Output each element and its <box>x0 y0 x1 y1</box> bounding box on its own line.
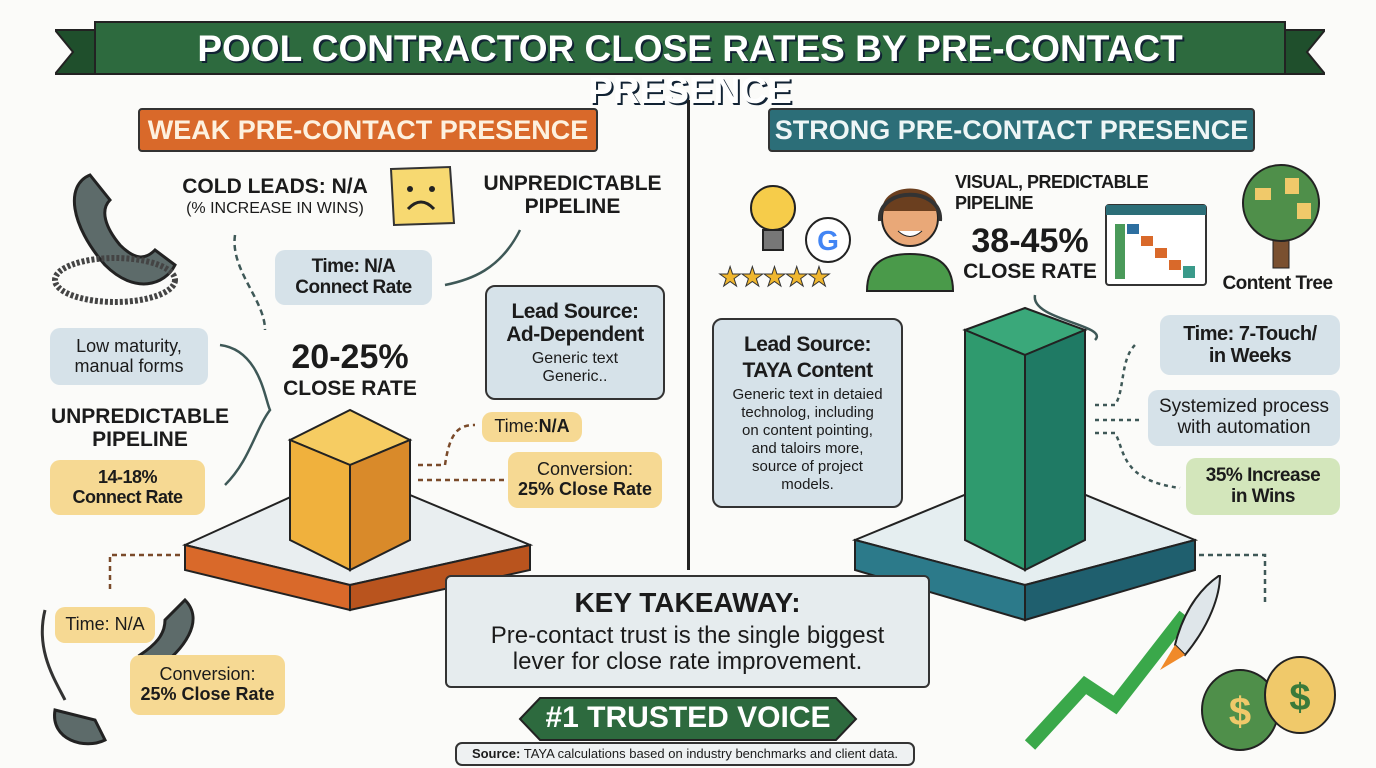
body-line: Generic text in detaied <box>732 385 883 403</box>
label: Time: <box>494 416 539 437</box>
line: Time: 7-Touch/ <box>1183 323 1317 345</box>
line: 14-18% <box>97 466 158 487</box>
svg-text:G: G <box>817 225 839 256</box>
cold-leads-sub: (% INCREASE IN WINS) <box>186 200 364 217</box>
page-title: POOL CONTRACTOR CLOSE RATES BY PRE-CONTA… <box>197 28 1183 111</box>
title-line: TAYA Content <box>742 358 873 382</box>
visual-pipeline-label: VISUAL, PREDICTABLE PIPELINE <box>955 172 1149 213</box>
time-na-small: Time: N/A <box>482 412 582 442</box>
sad-note-icon <box>389 165 456 227</box>
low-maturity-box: Low maturity,manual forms <box>50 328 208 385</box>
conversion-box: Conversion:25% Close Rate <box>508 452 662 508</box>
line: 25% Close Rate <box>517 479 653 499</box>
weak-presence-header: WEAK PRE-CONTACT PRESENCE <box>138 108 598 152</box>
lead-source-ad-box: Lead Source: Ad-Dependent Generic text G… <box>485 285 665 400</box>
body-line: and taloirs more, <box>751 439 864 457</box>
lead-source-taya-box: Lead Source: TAYA Content Generic text i… <box>712 318 903 508</box>
body-line: source of project <box>752 457 863 475</box>
takeaway-line: lever for close rate improvement. <box>512 647 863 675</box>
line: Time: N/A <box>311 255 396 277</box>
line: Connect Rate <box>72 486 183 507</box>
weak-close-rate-label: CLOSE RATE <box>283 377 417 400</box>
svg-text:$: $ <box>1289 677 1310 719</box>
line: 25% Close Rate <box>140 684 275 704</box>
connect-rate-box: 14-18%Connect Rate <box>50 460 205 515</box>
line: 35% Increase <box>1205 464 1321 486</box>
line: Conversion: <box>536 459 634 480</box>
strong-close-rate-label: CLOSE RATE <box>963 260 1097 283</box>
takeaway-line: Pre-contact trust is the single biggest <box>490 621 885 649</box>
takeaway-title: KEY TAKEAWAY: <box>574 586 801 618</box>
strong-close-rate-bar <box>851 306 1199 622</box>
body-line: technolog, including <box>741 403 874 421</box>
line: in Wins <box>1231 485 1295 507</box>
weak-close-rate: 20-25% <box>291 338 409 376</box>
divider <box>687 100 690 570</box>
support-agent-icon <box>865 188 955 292</box>
source-label: Source: <box>471 746 521 761</box>
title-ribbon <box>55 21 1325 75</box>
trusted-voice-badge-shape <box>518 697 858 741</box>
line: UNPREDICTABLE <box>50 405 230 428</box>
value: N/A <box>538 416 570 437</box>
gantt-chart-icon <box>1105 204 1207 286</box>
bottom-time-box: Time: N/A <box>55 607 155 643</box>
line: PIPELINE <box>524 195 621 219</box>
line: with automation <box>1177 417 1311 438</box>
strong-presence-header: STRONG PRE-CONTACT PRESENCE <box>768 108 1255 152</box>
line: UNPREDICTABLE <box>483 172 662 195</box>
source-note: Source: TAYA calculations based on indus… <box>455 742 915 766</box>
source-text: TAYA calculations based on industry benc… <box>520 746 899 761</box>
title-line: Lead Source: <box>743 333 872 357</box>
key-takeaway-box: KEY TAKEAWAY: Pre-contact trust is the s… <box>445 575 930 688</box>
phone-icon <box>52 173 178 305</box>
body-line: models. <box>781 475 834 493</box>
strong-close-rate: 38-45% <box>971 222 1089 260</box>
line: Low maturity, <box>76 335 182 356</box>
content-tree-label: Content Tree <box>1222 273 1333 294</box>
body-line: Generic.. <box>542 367 608 385</box>
svg-text:$: $ <box>1229 690 1251 734</box>
weak-close-rate-bar <box>181 408 534 612</box>
body-line: on content pointing, <box>742 421 873 439</box>
line: PIPELINE <box>92 428 188 452</box>
trusted-voice-badge: #1 TRUSTED VOICE <box>545 701 831 734</box>
line: Systemized process <box>1158 396 1329 418</box>
line: Conversion: <box>159 664 256 685</box>
bottom-conversion-box: Conversion:25% Close Rate <box>130 655 285 715</box>
title-line: Lead Source: <box>511 299 639 323</box>
content-tree-icon <box>1242 164 1320 269</box>
lightbulb-google-icon: G <box>750 185 851 263</box>
body-line: Generic text <box>531 350 619 367</box>
rocket-money-icon: $ $ <box>1025 575 1336 751</box>
cold-leads-label: COLD LEADS: N/A <box>182 175 368 198</box>
line: in Weeks <box>1208 345 1292 367</box>
line: manual forms <box>74 355 184 376</box>
time-touch-box: Time: 7-Touch/in Weeks <box>1160 315 1340 375</box>
five-stars-icon: ★★★★★ <box>717 262 831 293</box>
title-line: Ad-Dependent <box>506 322 644 346</box>
line: Connect Rate <box>295 276 412 298</box>
